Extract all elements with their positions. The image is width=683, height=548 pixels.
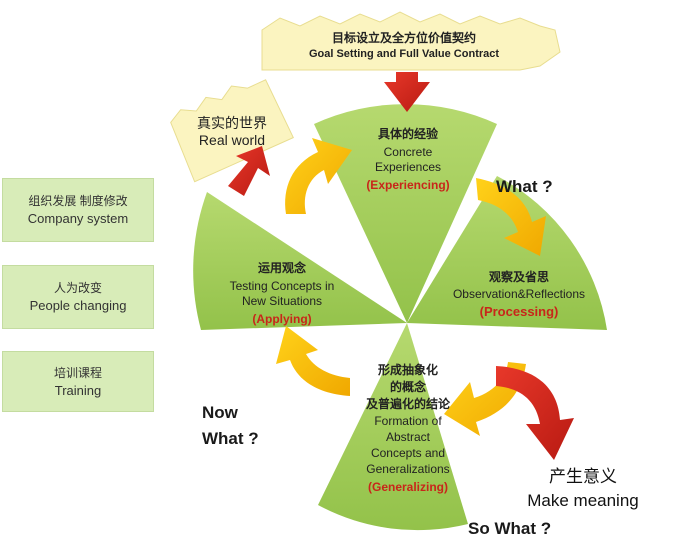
applying-cn: 运用观念 bbox=[258, 260, 306, 275]
real-world-cn: 真实的世界 bbox=[197, 115, 267, 131]
side-box-training: 培训课程 Training bbox=[2, 351, 154, 412]
experiencing-cn: 具体的经验 bbox=[378, 126, 439, 141]
real-world-en: Real world bbox=[199, 132, 265, 148]
generalizing-tag: (Generalizing) bbox=[368, 480, 448, 494]
make-meaning-en: Make meaning bbox=[527, 491, 639, 510]
generalizing-en-2: Abstract bbox=[386, 430, 431, 444]
generalizing-en-1: Formation of bbox=[374, 414, 442, 428]
processing-cn: 观察及省思 bbox=[489, 269, 549, 284]
applying-en-1: Testing Concepts in bbox=[230, 279, 335, 293]
generalizing-cn-2: 的概念 bbox=[390, 379, 426, 394]
side-box-training-cn: 培训课程 bbox=[53, 365, 102, 380]
side-box-people-changing: 人为改变 People changing bbox=[2, 265, 154, 329]
question-what: What ? bbox=[496, 177, 553, 196]
wedge-processing bbox=[407, 176, 607, 330]
side-box-company-system-en: Company system bbox=[27, 211, 129, 226]
question-now: Now bbox=[202, 403, 239, 422]
arrow-applying-to-experiencing bbox=[285, 138, 352, 214]
generalizing-cn-3: 及普遍化的结论 bbox=[366, 396, 451, 411]
processing-tag: (Processing) bbox=[480, 304, 559, 319]
side-box-people-changing-cn: 人为改变 bbox=[53, 281, 102, 295]
experiencing-en-2: Experiences bbox=[375, 160, 441, 174]
real-world-arrow bbox=[228, 146, 270, 196]
side-box-people-changing-en: People changing bbox=[29, 298, 127, 313]
applying-en-2: New Situations bbox=[242, 294, 322, 308]
experiencing-en-1: Concrete bbox=[384, 145, 433, 159]
goal-setting-banner bbox=[261, 11, 561, 71]
header-down-arrow bbox=[384, 72, 430, 112]
side-box-training-en: Training bbox=[54, 382, 102, 398]
experiencing-tag: (Experiencing) bbox=[366, 178, 449, 192]
question-now-what: What ? bbox=[202, 429, 259, 448]
wedge-applying bbox=[193, 192, 407, 330]
header-en: Goal Setting and Full Value Contract bbox=[309, 48, 499, 60]
make-meaning-arrow bbox=[496, 366, 574, 460]
header-cn: 目标设立及全方位价值契约 bbox=[332, 30, 476, 45]
wedge-experiencing bbox=[314, 104, 497, 323]
question-so-what: So What ? bbox=[468, 519, 551, 538]
generalizing-en-4: Generalizations bbox=[366, 462, 449, 476]
processing-en: Observation&Reflections bbox=[453, 287, 585, 301]
generalizing-en-3: Concepts and bbox=[371, 446, 445, 460]
side-box-company-system: 组织发展 制度修改 Company system bbox=[2, 178, 154, 242]
side-box-company-system-cn: 组织发展 制度修改 bbox=[28, 194, 128, 208]
arrow-experiencing-to-processing bbox=[476, 178, 546, 256]
wedge-generalizing bbox=[318, 323, 468, 531]
make-meaning-cn: 产生意义 bbox=[549, 467, 617, 486]
applying-tag: (Applying) bbox=[252, 312, 311, 326]
generalizing-cn-1: 形成抽象化 bbox=[378, 362, 438, 377]
arrow-generalizing-to-applying bbox=[276, 326, 350, 396]
